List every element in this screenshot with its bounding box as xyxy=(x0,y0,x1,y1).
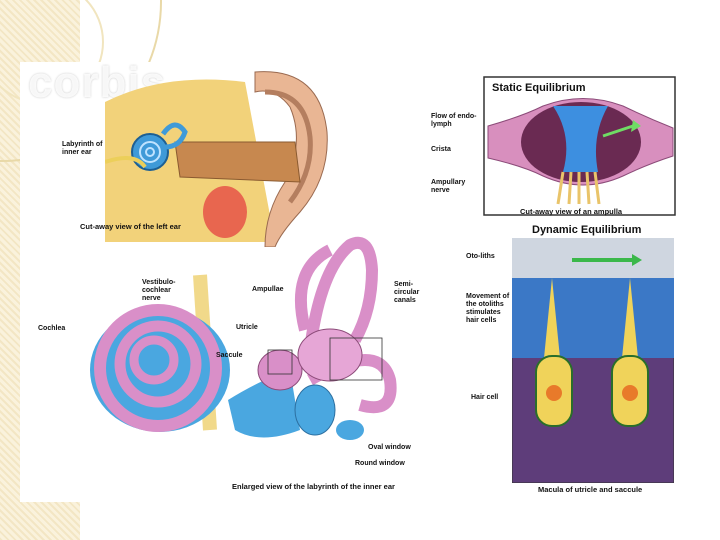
caption-ampulla: Cut-away view of an ampulla xyxy=(520,207,623,216)
dynamic-equilibrium-title: Dynamic Equilibrium xyxy=(532,224,642,236)
caption-macula: Macula of utricle and saccule xyxy=(538,485,643,494)
outer-ear-illustration xyxy=(105,71,328,247)
label-semicircular-canals: Semi-circular canals xyxy=(394,281,420,304)
static-equilibrium-title: Static Equilibrium xyxy=(492,82,586,94)
label-vestibulocochlear-nerve: Vestibulo-cochlear nerve xyxy=(142,279,176,302)
dynamic-equilibrium-box xyxy=(512,238,674,483)
label-utricle: Utricle xyxy=(236,324,258,331)
label-movement-otoliths: Movement of the otoliths stimulates hair… xyxy=(466,293,510,324)
label-crista: Crista xyxy=(431,146,451,153)
label-oval-window: Oval window xyxy=(368,444,411,451)
label-ampullary-nerve: Ampullary nerve xyxy=(431,179,466,194)
caption-labyrinth: Enlarged view of the labyrinth of the in… xyxy=(232,482,395,491)
label-cochlea: Cochlea xyxy=(38,325,66,332)
caption-outer-ear: Cut-away view of the left ear xyxy=(80,222,181,231)
label-flow-endolymph: Flow of endo-lymph xyxy=(431,113,477,128)
labyrinth-illustration xyxy=(90,236,397,440)
label-saccule: Saccule xyxy=(216,352,243,359)
static-equilibrium-box xyxy=(483,76,676,216)
label-labyrinth-inner-ear: Labyrinth of inner ear xyxy=(62,141,103,156)
label-round-window: Round window xyxy=(355,460,405,467)
label-hair-cell: Hair cell xyxy=(471,394,499,401)
label-ampullae: Ampullae xyxy=(252,286,284,293)
label-otoliths: Oto-liths xyxy=(466,253,495,260)
